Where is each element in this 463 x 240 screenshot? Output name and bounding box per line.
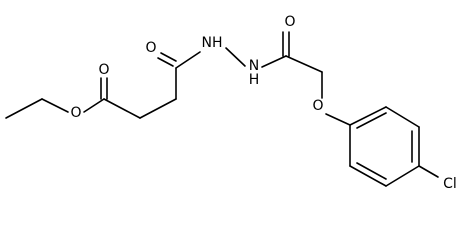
label-o-amide-right: O	[284, 14, 295, 30]
ring-bond-4	[385, 165, 420, 187]
molecule-svg: O O O NH N H O O Cl	[5, 14, 457, 192]
bond-n-c-right	[261, 55, 287, 68]
bond-amide-left-co-1	[157, 57, 174, 67]
bond-c-cl	[418, 165, 439, 178]
bond-o-ar	[325, 113, 351, 126]
ring-bond-5	[349, 165, 387, 187]
label-o-ester-carbonyl: O	[98, 62, 109, 78]
bond-c-ch2-right	[285, 55, 323, 73]
label-nh: NH	[202, 35, 223, 51]
label-o-aryl-ether: O	[312, 98, 323, 114]
structure-diagram: O O O NH N H O O Cl	[5, 14, 457, 192]
label-n-right: N	[249, 58, 259, 74]
label-h-right: H	[249, 72, 260, 88]
bond-c-nh	[175, 51, 201, 69]
ring-inner-3	[356, 162, 387, 180]
bond-ch2-ch2	[139, 98, 177, 119]
bond-amide-left-co-2	[160, 52, 177, 62]
bond-ch2-o	[41, 98, 69, 113]
bond-ch3-ch2	[5, 98, 43, 119]
label-cl: Cl	[443, 176, 457, 192]
label-o-ester-ether: O	[70, 105, 81, 121]
ring-bond-2	[385, 106, 420, 128]
bond-c-ester-ch2	[103, 98, 141, 119]
ring-inner-1	[356, 112, 387, 129]
bond-o-c-ester	[83, 98, 105, 113]
label-o-amide-left: O	[145, 40, 156, 56]
bond-n-n	[225, 47, 246, 67]
ring-bond-1	[349, 106, 387, 126]
